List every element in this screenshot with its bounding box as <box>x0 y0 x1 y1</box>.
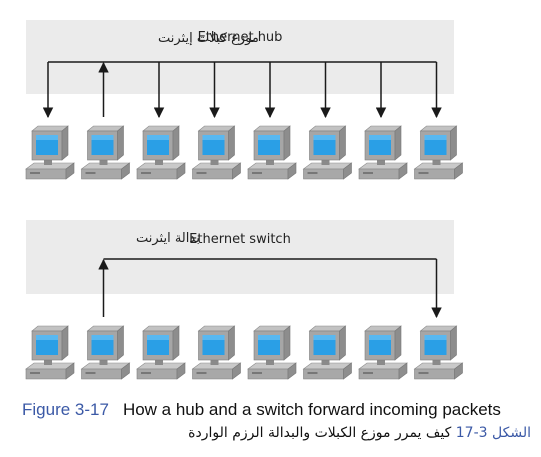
switch-computer-1 <box>25 325 75 380</box>
hub-computer-4 <box>192 125 241 180</box>
hub-computer-8 <box>414 125 463 180</box>
switch-computer-4 <box>192 325 241 380</box>
hub-panel-group: موزع كبلات إيثرنت Ethernet hub <box>25 20 463 180</box>
hub-connection-lines <box>42 61 442 119</box>
switch-label-arabic: بدالة ايثرنت <box>136 231 200 246</box>
switch-panel-group: بدالة ايثرنت Ethernet switch <box>25 220 463 380</box>
hub-computer-5 <box>247 125 297 180</box>
switch-computer-2 <box>81 325 130 380</box>
hub-label-english: Ethernet hub <box>198 30 283 45</box>
figure-number: Figure 3-17 <box>22 400 109 419</box>
figure-caption-arabic: الشكل 3-17 كيف يمرر موزع الكبلات والبدال… <box>11 425 531 441</box>
hub-label-arabic: موزع كبلات إيثرنت <box>158 31 259 46</box>
figure-caption-english: Figure 3-17 How a hub and a switch forwar… <box>22 400 534 420</box>
hub-computer-7 <box>358 125 408 180</box>
hub-computer-2 <box>81 125 130 180</box>
hub-computer-6 <box>303 125 352 180</box>
switch-computer-6 <box>303 325 352 380</box>
figure-number-arabic: الشكل 3-17 <box>455 425 531 441</box>
hub-computer-3 <box>136 125 186 180</box>
hub-computer-1 <box>25 125 75 180</box>
switch-computer-7 <box>358 325 408 380</box>
network-diagram: موزع كبلات إيثرنت Ethernet hub بدالة ايث… <box>25 20 463 380</box>
switch-label-english: Ethernet switch <box>189 232 291 247</box>
switch-connection-lines <box>98 258 442 319</box>
switch-computers <box>25 325 463 380</box>
switch-computer-3 <box>136 325 186 380</box>
hub-computers <box>25 125 463 180</box>
figure-caption-text: How a hub and a switch forward incoming … <box>122 400 501 419</box>
hub-panel <box>26 20 454 94</box>
switch-computer-5 <box>247 325 297 380</box>
switch-computer-8 <box>414 325 463 380</box>
switch-panel <box>26 220 454 294</box>
figure-caption-text-arabic: كيف يمرر موزع الكبلات والبدالة الرزم الو… <box>188 425 452 441</box>
